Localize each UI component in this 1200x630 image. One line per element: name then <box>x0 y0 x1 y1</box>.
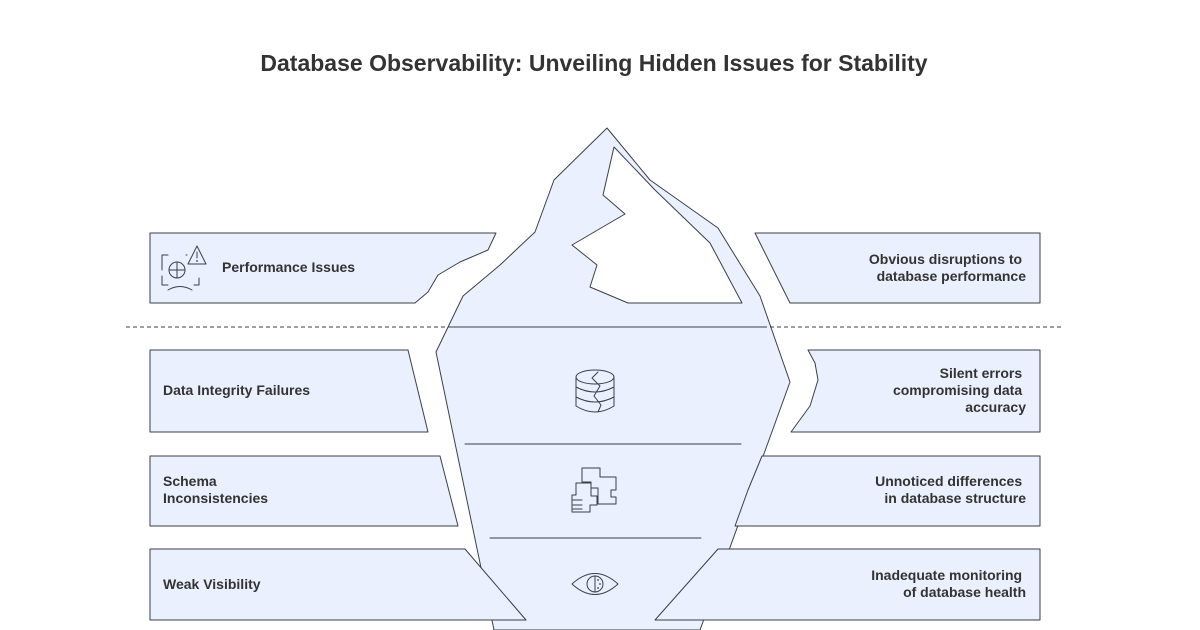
left-panel-data-integrity <box>149 349 429 433</box>
label-weak-visibility: Weak Visibility <box>163 576 261 592</box>
desc-data-integrity: Silent errors compromising data accuracy <box>893 365 1026 415</box>
right-panel-schema <box>734 455 1041 527</box>
desc-data-integrity-line-3: accuracy <box>965 399 1026 415</box>
desc-performance-issues: Obvious disruptions to database performa… <box>869 251 1026 284</box>
right-panel-visibility <box>654 548 1041 621</box>
label-performance-issues: Performance Issues <box>222 259 355 275</box>
label-data-integrity-line-1: Data Integrity Failures <box>163 382 310 398</box>
broken-database-icon <box>575 369 615 413</box>
label-performance-issues-line-1: Performance Issues <box>222 259 355 275</box>
desc-data-integrity-line-1: Silent errors <box>940 365 1023 381</box>
desc-data-integrity-line-2: compromising data <box>893 382 1022 398</box>
right-panel-performance <box>754 232 1041 304</box>
label-schema-line-1: Schema <box>163 473 217 489</box>
puzzle-structure-icon <box>571 467 617 513</box>
desc-schema-line-2: in database structure <box>884 490 1026 506</box>
label-schema-inconsistencies: Schema Inconsistencies <box>163 473 268 506</box>
page-title: Database Observability: Unveiling Hidden… <box>260 50 927 76</box>
label-weak-visibility-line-1: Weak Visibility <box>163 576 261 592</box>
left-panel-visibility <box>149 548 527 621</box>
label-schema-line-2: Inconsistencies <box>163 490 268 506</box>
right-panel-data-integrity <box>790 349 1041 433</box>
desc-performance-issues-line-2: database performance <box>877 268 1027 284</box>
hidden-eye-icon <box>571 573 619 595</box>
desc-performance-issues-line-1: Obvious disruptions to <box>869 251 1022 267</box>
performance-warning-icon <box>161 245 207 291</box>
left-panel-performance <box>149 232 497 304</box>
desc-weak-visibility-line-2: of database health <box>903 584 1026 600</box>
desc-schema-inconsistencies: Unnoticed differences in database struct… <box>875 473 1026 506</box>
desc-schema-line-1: Unnoticed differences <box>875 473 1022 489</box>
desc-weak-visibility: Inadequate monitoring of database health <box>871 567 1026 600</box>
left-panel-schema <box>149 455 459 527</box>
label-data-integrity: Data Integrity Failures <box>163 382 310 398</box>
iceberg-snow-cap <box>571 146 743 304</box>
desc-weak-visibility-line-1: Inadequate monitoring <box>871 567 1022 583</box>
